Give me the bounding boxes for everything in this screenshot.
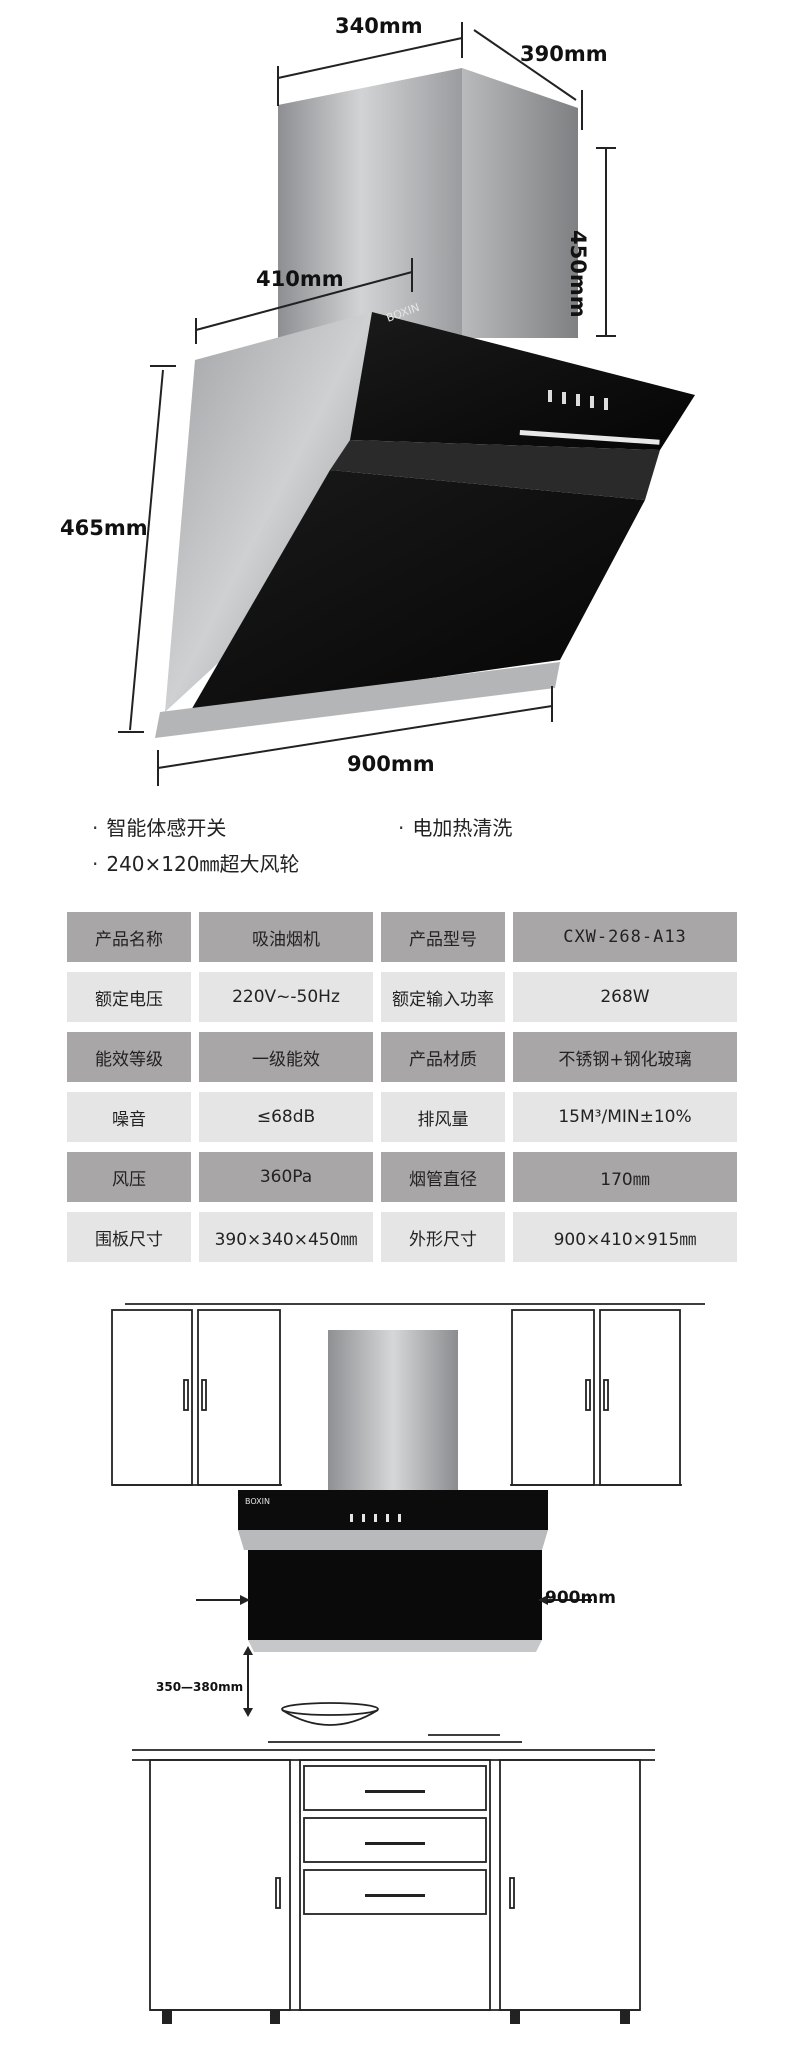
dim-chimney-height: 450mm	[566, 230, 590, 318]
feature-item: ·智能体感开关	[92, 816, 227, 840]
spec-value: 15M³/MIN±10%	[513, 1092, 737, 1142]
spec-table: 产品名称 吸油烟机 产品型号 CXW-268-A13 额定电压 220V~-50…	[59, 902, 745, 1272]
control-buttons	[548, 390, 608, 410]
spec-value: ≤68dB	[199, 1092, 373, 1142]
spec-value: 360Pa	[199, 1152, 373, 1202]
spec-value: 268W	[513, 972, 737, 1022]
feature-item: ·电加热清洗	[398, 816, 513, 840]
spec-label: 围板尺寸	[67, 1212, 191, 1262]
spec-label: 产品型号	[381, 912, 505, 962]
spec-label: 排风量	[381, 1092, 505, 1142]
table-row: 能效等级 一级能效 产品材质 不锈钢+钢化玻璃	[67, 1032, 737, 1082]
install-brand-logo: BOXIN	[245, 1497, 270, 1506]
spec-value: 220V~-50Hz	[199, 972, 373, 1022]
glass-gap	[330, 440, 660, 500]
spec-label: 产品名称	[67, 912, 191, 962]
spec-value: CXW-268-A13	[513, 912, 737, 962]
feature-item: ·240×120㎜超大风轮	[92, 852, 300, 876]
table-row: 围板尺寸 390×340×450㎜ 外形尺寸 900×410×915㎜	[67, 1212, 737, 1262]
table-row: 噪音 ≤68dB 排风量 15M³/MIN±10%	[67, 1092, 737, 1142]
install-hood-top	[238, 1490, 548, 1530]
spec-value: 一级能效	[199, 1032, 373, 1082]
spec-label: 额定输入功率	[381, 972, 505, 1022]
dim-top-depth: 390mm	[520, 42, 608, 66]
chimney-front	[278, 68, 462, 338]
spec-label: 风压	[67, 1152, 191, 1202]
feature-text: 智能体感开关	[106, 816, 227, 840]
dim-top-width: 340mm	[335, 14, 423, 38]
spec-label: 烟管直径	[381, 1152, 505, 1202]
spec-label: 产品材质	[381, 1032, 505, 1082]
glass-panel-upper	[350, 312, 695, 450]
feature-text: 240×120㎜超大风轮	[106, 852, 300, 876]
spec-label: 额定电压	[67, 972, 191, 1022]
spec-value: 900×410×915㎜	[513, 1212, 737, 1262]
glass-panel-lower	[190, 470, 645, 712]
kitchen-installation-diagram: BOXIN	[111, 1303, 705, 2024]
range-hood-dimension-diagram: BOXIN	[118, 22, 695, 786]
table-row: 额定电压 220V~-50Hz 额定输入功率 268W	[67, 972, 737, 1022]
spec-label: 外形尺寸	[381, 1212, 505, 1262]
hood-side-panel	[165, 312, 372, 712]
install-chimney	[328, 1330, 458, 1490]
install-height-label: 350—380mm	[156, 1680, 244, 1694]
feature-text: 电加热清洗	[412, 816, 513, 840]
spec-value: 390×340×450㎜	[199, 1212, 373, 1262]
dim-total-width: 900mm	[347, 752, 435, 776]
spec-value: 吸油烟机	[199, 912, 373, 962]
install-hood-glass	[248, 1550, 542, 1640]
dim-body-height: 465mm	[60, 516, 148, 540]
dim-panel-depth: 410mm	[256, 267, 344, 291]
install-width-label: 900mm	[545, 1588, 616, 1608]
table-row: 产品名称 吸油烟机 产品型号 CXW-268-A13	[67, 912, 737, 962]
spec-label: 能效等级	[67, 1032, 191, 1082]
chimney-side	[462, 68, 578, 338]
table-row: 风压 360Pa 烟管直径 170㎜	[67, 1152, 737, 1202]
hood-bottom-strip	[155, 662, 560, 738]
spec-label: 噪音	[67, 1092, 191, 1142]
spec-value: 不锈钢+钢化玻璃	[513, 1032, 737, 1082]
spec-value: 170㎜	[513, 1152, 737, 1202]
